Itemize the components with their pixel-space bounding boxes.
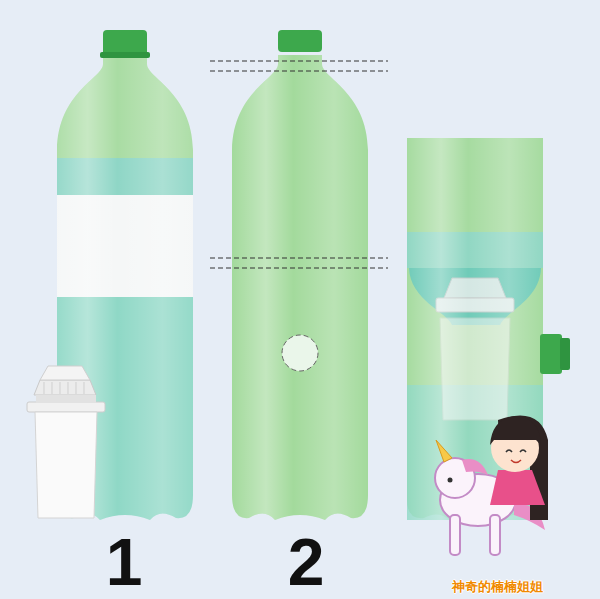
filter-cartridge	[27, 366, 105, 518]
watermark: 神奇的楠楠姐姐	[452, 580, 543, 593]
callout-number: 1	[106, 529, 143, 595]
assembled-filter	[407, 138, 570, 520]
cut-guide	[210, 61, 388, 371]
bottle-two	[232, 30, 368, 520]
callout-number: 2	[288, 529, 325, 595]
mascot	[435, 416, 548, 556]
